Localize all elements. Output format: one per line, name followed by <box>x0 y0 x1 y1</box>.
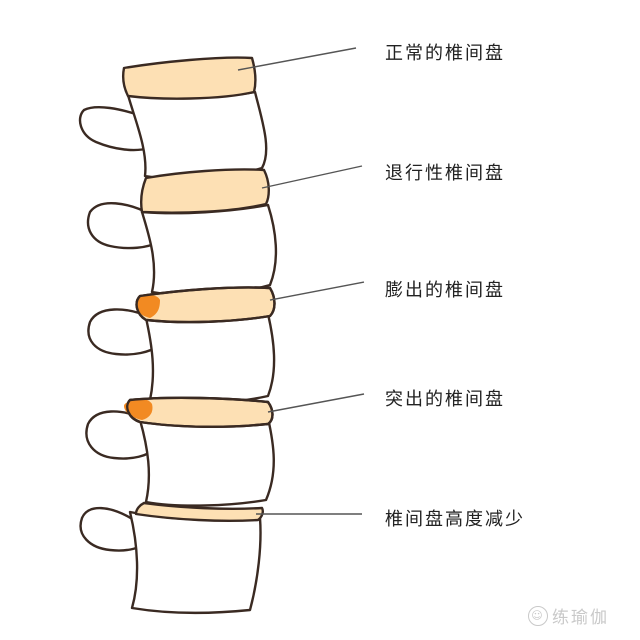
watermark-text: 练瑜伽 <box>552 608 609 628</box>
vertebra-3 <box>87 308 276 405</box>
pointer-line-normal <box>237 47 357 71</box>
disc-degenerative <box>140 168 270 214</box>
vertebra-3-body <box>144 312 276 405</box>
vertebra-3-process <box>87 308 160 356</box>
label-degenerative-disc: 退行性椎间盘 <box>385 163 505 184</box>
label-height-reduced-disc: 椎间盘高度减少 <box>385 509 525 530</box>
vertebra-2-process <box>86 202 160 250</box>
pointer-line-herniated <box>267 393 365 413</box>
label-bulging-disc: 膨出的椎间盘 <box>385 280 505 301</box>
label-herniated-disc: 突出的椎间盘 <box>385 389 505 410</box>
vertebra-1 <box>78 90 268 180</box>
vertebra-1-process <box>78 105 152 152</box>
vertebra-5-body <box>128 510 262 614</box>
disc-bulging-accent <box>136 295 160 318</box>
vertebra-2 <box>86 202 278 297</box>
vertebra-1-body <box>126 90 268 180</box>
vertebra-4-process <box>85 410 158 460</box>
vertebra-4-body <box>138 416 275 507</box>
watermark: ☺ 练瑜伽 <box>528 603 609 628</box>
pointer-line-degenerative <box>261 165 363 189</box>
disc-height-reduced <box>134 501 264 522</box>
person-circle-icon: ☺ <box>528 605 548 626</box>
label-normal-disc: 正常的椎间盘 <box>385 43 505 64</box>
pointer-line-bulging <box>269 281 365 301</box>
vertebra-2-body <box>140 203 278 297</box>
disc-normal <box>122 56 257 100</box>
vertebra-5 <box>79 506 262 614</box>
